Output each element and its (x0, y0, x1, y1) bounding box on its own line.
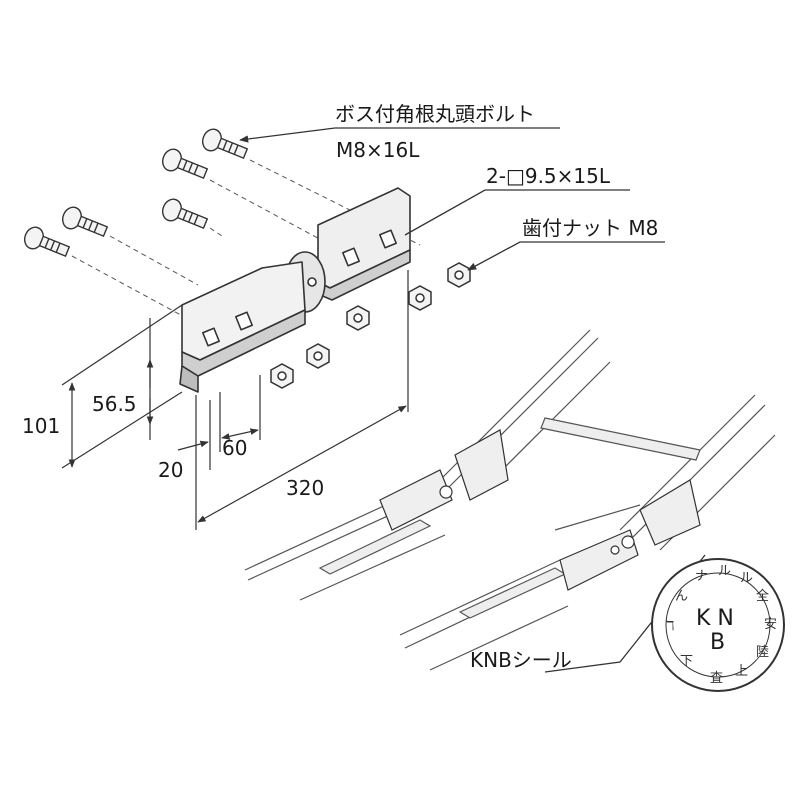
dimension-20: 20 (158, 458, 184, 482)
seal-center-text-bottom: B (710, 630, 726, 655)
bolt-size-label: M8×16L (336, 138, 420, 162)
svg-text:ナ: ナ (695, 569, 708, 584)
nut-5 (270, 363, 294, 389)
nut-2 (408, 285, 432, 311)
bolt-name-label: ボス付角根丸頭ボルト (335, 102, 535, 126)
nut-label: 歯付ナット M8 (522, 216, 659, 240)
nut-3 (346, 305, 370, 331)
nut-4 (306, 343, 330, 369)
bolt-4 (61, 206, 109, 238)
bolt-2 (161, 148, 209, 180)
svg-text:全: 全 (756, 588, 769, 604)
svg-text:ん: ん (675, 589, 688, 604)
joint-plate (179, 187, 411, 393)
svg-text:上: 上 (735, 664, 748, 679)
bolt-axis-lines (71, 159, 421, 321)
slot-spec-label: 2-□9.5×15L (486, 164, 610, 188)
svg-text:査: 査 (710, 671, 723, 686)
svg-text:ル: ル (740, 571, 753, 586)
seal-center-text-top: K N (696, 606, 734, 631)
bolt-1 (201, 128, 249, 160)
nut-group (270, 262, 471, 389)
svg-text:ル: ル (718, 564, 731, 579)
svg-text:ℸ: ℸ (666, 619, 674, 634)
svg-text:下: 下 (680, 654, 693, 669)
dimension-60: 60 (222, 436, 248, 460)
seal-label: KNBシール (470, 648, 572, 672)
svg-text:安: 安 (764, 617, 777, 632)
dimension-56-5: 56.5 (92, 392, 137, 416)
dimension-101: 101 (22, 414, 61, 438)
bolt-group (23, 128, 249, 258)
knb-seal: ℸ ん ナ ル ル 全 安 陸 上 査 下 (651, 558, 785, 692)
leader-lines (239, 127, 706, 673)
dimension-320: 320 (286, 476, 325, 500)
nut-1 (447, 262, 471, 288)
cable-ladder (244, 329, 776, 671)
bolt-3 (161, 198, 209, 230)
svg-text:陸: 陸 (756, 644, 769, 660)
dimension-lines (61, 270, 409, 530)
bolt-5 (23, 226, 71, 258)
